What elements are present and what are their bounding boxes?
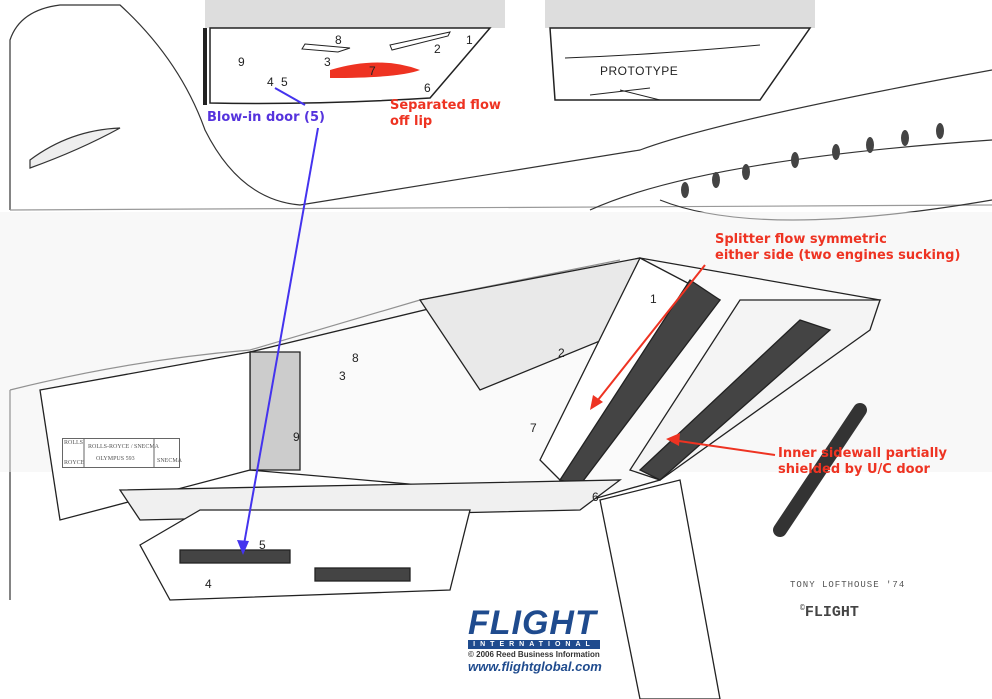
splitter-arrow: [593, 264, 706, 406]
dark-strip: [179, 549, 291, 564]
blow-in-arrow: [242, 127, 319, 551]
separated-flow-region: [330, 62, 420, 78]
annotation-line: shielded by U/C door: [778, 462, 930, 477]
copyright-text: © 2006 Reed Business Information: [468, 650, 600, 659]
artist-signature: TONY LOFTHOUSE '74: [790, 580, 906, 590]
blow-in-door-panel: [139, 509, 471, 601]
engine-plaque: ROLLS ROYCE ROLLS-ROYCE / SNECMA OLYMPUS…: [62, 438, 183, 468]
main-label-5: 5: [259, 538, 266, 552]
inset-label-1: 1: [466, 33, 473, 47]
logo-international: INTERNATIONAL: [468, 640, 600, 649]
annotation-line: Inner sidewall partially: [778, 446, 947, 461]
copyright-symbol: ©: [800, 604, 805, 613]
plaque-rolls: ROLLS: [64, 440, 84, 446]
main-label-1: 1: [650, 292, 657, 306]
dark-strip: [314, 567, 411, 582]
main-label-8: 8: [352, 351, 359, 365]
blow-in-door-annotation: Blow-in door (5): [207, 110, 325, 125]
inset-label-4: 4: [267, 75, 274, 89]
annotation-line: Splitter flow symmetric: [715, 232, 887, 247]
inner-sidewall-annotation: Inner sidewall partially shielded by U/C…: [778, 446, 947, 478]
prototype-title: PROTOTYPE: [600, 64, 679, 78]
plaque-royce: ROYCE: [64, 460, 85, 466]
annotation-line: off lip: [390, 114, 433, 129]
separated-flow-annotation: Separated flow off lip: [390, 98, 501, 130]
main-label-3: 3: [339, 369, 346, 383]
main-label-9: 9: [293, 430, 300, 444]
flight-logo-text: FLIGHT: [804, 604, 859, 621]
inset-label-2: 2: [434, 42, 441, 56]
inset-label-6: 6: [424, 81, 431, 95]
inset-original-intake: [203, 0, 505, 105]
inset-label-5: 5: [281, 75, 288, 89]
artist-flight-logo: ©FLIGHT: [800, 604, 859, 621]
flight-international-logo: FLIGHT INTERNATIONAL © 2006 Reed Busines…: [468, 604, 602, 674]
splitter-flow-annotation: Splitter flow symmetric either side (two…: [715, 232, 960, 264]
main-label-2: 2: [558, 346, 565, 360]
plaque-maker: ROLLS-ROYCE / SNECMA: [88, 444, 160, 450]
fuselage-windows: [681, 123, 944, 198]
annotation-line: either side (two engines sucking): [715, 248, 961, 263]
inset-label-7: 7: [369, 64, 376, 78]
main-label-4: 4: [205, 577, 212, 591]
uc-door: [599, 479, 721, 699]
inset-label-8: 8: [335, 33, 342, 47]
plaque-engine: OLYMPUS 593: [96, 456, 135, 462]
annotation-arrows: [237, 87, 776, 555]
inset-label-3: 3: [324, 55, 331, 69]
website-link[interactable]: www.flightglobal.com: [468, 659, 602, 674]
annotation-line: Separated flow: [390, 98, 501, 113]
logo-flight: FLIGHT: [468, 604, 597, 642]
main-label-6: 6: [592, 490, 599, 504]
inset-label-9: 9: [238, 55, 245, 69]
main-label-7: 7: [530, 421, 537, 435]
inset-prototype-intake: [545, 0, 815, 101]
plaque-snecma: SNECMA: [157, 458, 183, 464]
sidewall-arrow: [671, 439, 776, 456]
plaque-frame: [62, 438, 180, 468]
landing-gear-strut: [773, 403, 867, 537]
